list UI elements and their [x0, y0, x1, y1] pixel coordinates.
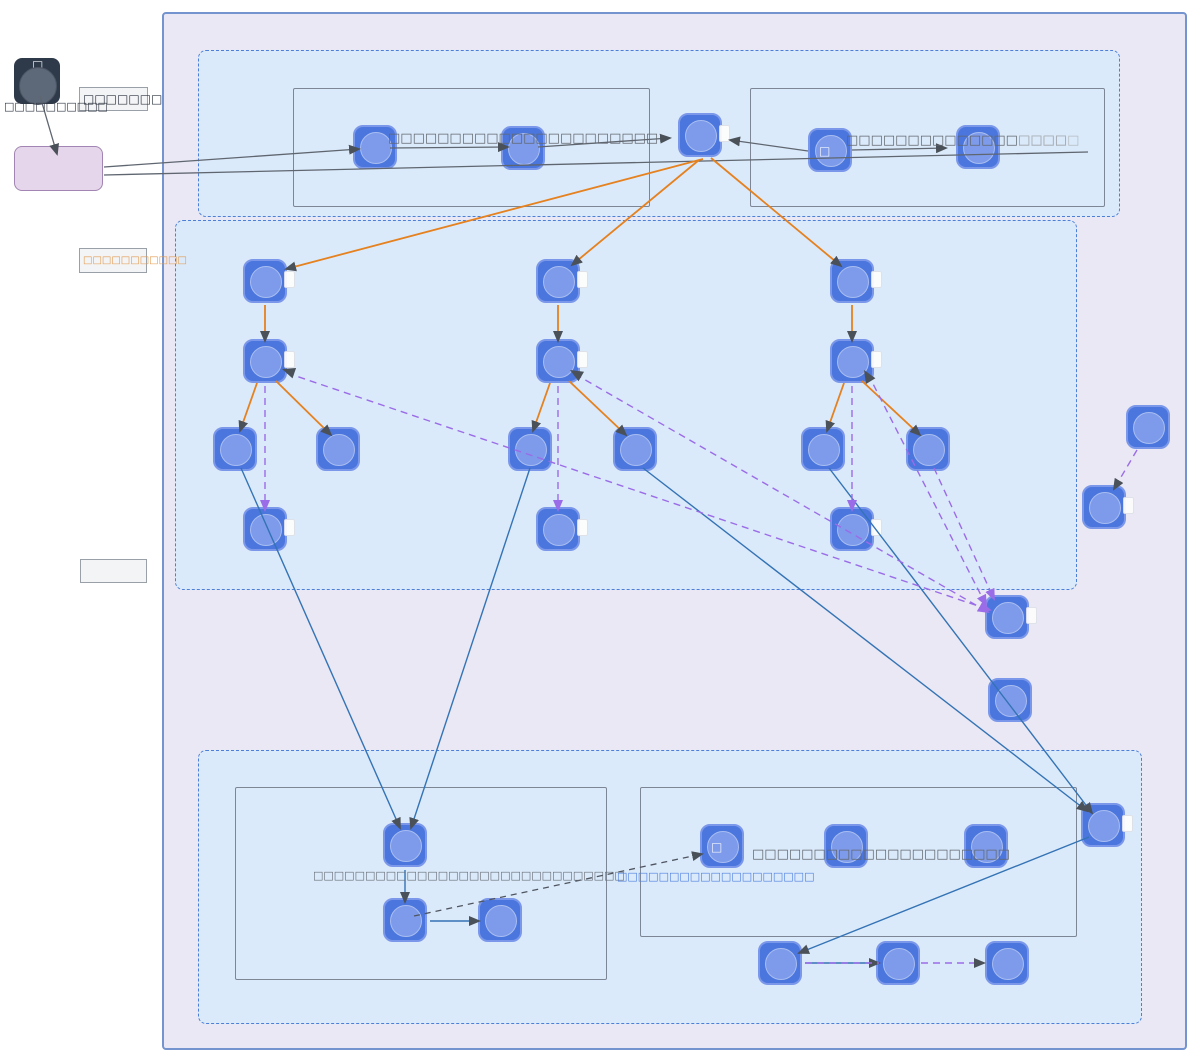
node-tree2-bottom — [536, 507, 588, 551]
middle-section — [175, 220, 1077, 590]
node-bl-right — [478, 898, 522, 942]
node-badge — [1123, 497, 1134, 514]
node-bl-mid — [383, 898, 427, 942]
node-circle-icon — [515, 434, 547, 466]
node-circle-icon — [620, 434, 652, 466]
box-label-bottom-left: □□□□□□□□□□□□□□□□□□□□□□□□□□□□□□ — [313, 869, 625, 882]
node-circle-icon — [883, 948, 915, 980]
node-circle-icon — [543, 346, 575, 378]
node-circle-icon — [808, 434, 840, 466]
node-glyph: □ — [819, 144, 831, 158]
edge-label-bottom-right: □□□□□□□□□□□□□□□□□□□□□ — [752, 847, 1010, 862]
node-tree1-top — [243, 259, 295, 303]
bottom-left-group-box — [235, 787, 607, 980]
top-left-group-box — [293, 88, 650, 207]
node-circle-icon — [250, 514, 282, 546]
node-tree3-bottom — [830, 507, 882, 551]
node-right-mid — [1082, 485, 1134, 529]
edge-label-top-right-light: □□□□□ — [1018, 133, 1080, 148]
edge-label-top-left: □□□□□□□□□□□□□□□□□□□□□□ — [388, 131, 659, 146]
node-hub-y — [988, 678, 1032, 722]
node-circle-icon — [913, 434, 945, 466]
node-circle-icon — [995, 685, 1027, 717]
node-circle-icon — [250, 266, 282, 298]
node-central — [678, 113, 730, 157]
node-bottom-2 — [876, 941, 920, 985]
node-tree3-child-a — [801, 427, 845, 471]
node-badge — [577, 271, 588, 288]
node-circle-icon — [485, 905, 517, 937]
node-badge — [284, 519, 295, 536]
node-circle-icon — [992, 602, 1024, 634]
node-tree2-top — [536, 259, 588, 303]
actor-note: □□□□□□□ — [79, 87, 162, 111]
node-badge — [719, 125, 730, 142]
actor-glyph: □ — [32, 58, 44, 72]
node-tree3-top — [830, 259, 882, 303]
node-hub-z — [1081, 803, 1133, 847]
node-badge — [871, 271, 882, 288]
node-circle-icon — [543, 514, 575, 546]
node-badge — [577, 351, 588, 368]
empty-note — [80, 559, 147, 583]
node-bottom-3 — [985, 941, 1029, 985]
node-tree2-mid — [536, 339, 588, 383]
node-circle-icon — [837, 346, 869, 378]
node-circle-icon — [1089, 492, 1121, 524]
node-bl-top — [383, 823, 427, 867]
orange-note: □□□□□□□□□□□ — [79, 248, 187, 273]
edge-label-top-right: □□□□□□□□□□□□□□□□□□ — [846, 133, 1068, 148]
node-circle-icon — [220, 434, 252, 466]
node-circle-icon — [543, 266, 575, 298]
node-circle-icon — [837, 514, 869, 546]
node-tree3-mid — [830, 339, 882, 383]
node-circle-icon — [837, 266, 869, 298]
node-circle-icon — [992, 948, 1024, 980]
node-badge — [871, 351, 882, 368]
node-br-1: □ — [700, 824, 744, 868]
node-right-upper — [1126, 405, 1170, 449]
node-circle-icon — [390, 905, 422, 937]
node-badge — [871, 519, 882, 536]
node-bottom-1 — [758, 941, 802, 985]
node-hub-x — [985, 595, 1037, 639]
node-badge — [577, 519, 588, 536]
node-circle-icon — [390, 830, 422, 862]
actor-node: □ — [14, 58, 60, 105]
node-circle-icon — [1133, 412, 1165, 444]
node-badge — [284, 271, 295, 288]
node-tree1-child-b — [316, 427, 360, 471]
node-circle-icon — [685, 120, 717, 152]
node-tree2-child-b — [613, 427, 657, 471]
node-tree3-child-b — [906, 427, 950, 471]
node-tree1-mid — [243, 339, 295, 383]
node-circle-icon — [250, 346, 282, 378]
node-glyph: □ — [711, 840, 723, 854]
node-circle-icon — [765, 948, 797, 980]
node-tree1-bottom — [243, 507, 295, 551]
node-badge — [1122, 815, 1133, 832]
node-tree1-child-a — [213, 427, 257, 471]
link-label-blue: □□□□□□□□□□□□□□□□□□□ — [617, 870, 815, 883]
node-circle-icon — [1088, 810, 1120, 842]
actor-label: □□□□□□□□□□ — [4, 100, 108, 113]
node-circle-icon — [323, 434, 355, 466]
node-badge — [1026, 607, 1037, 624]
node-circle-icon — [707, 831, 739, 863]
node-badge — [284, 351, 295, 368]
start-box — [14, 146, 103, 191]
node-tree2-child-a — [508, 427, 552, 471]
